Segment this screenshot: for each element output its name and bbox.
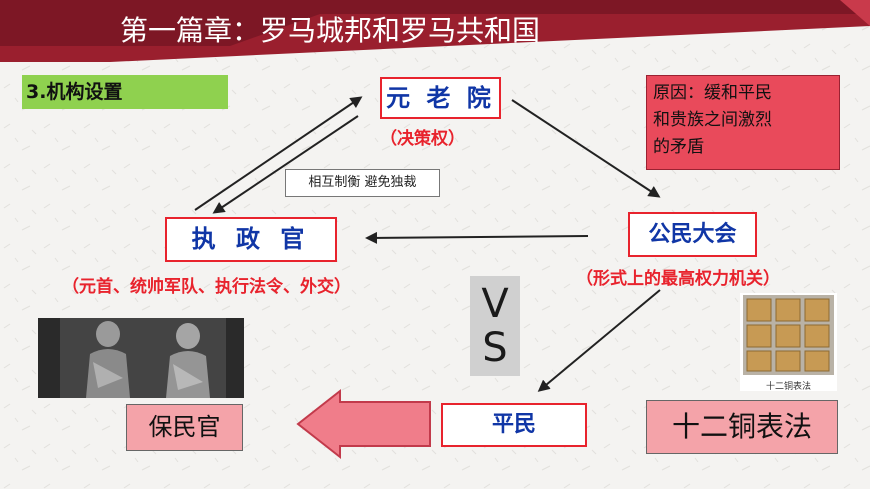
vs-letter: S [482,325,508,371]
check-balance-label: 相互制衡 避免独裁 [285,169,440,197]
vs-letter: V [481,281,509,327]
section-label: 3.机构设置 [22,75,228,109]
twelve-tables-box: 十二铜表法 [646,400,838,454]
senate-box: 元 老 院 [380,77,501,119]
reason-line: 原因：缓和平民 [653,83,772,103]
arrow-senate-to-consul [212,115,359,214]
assembly-box: 公民大会 [628,212,757,257]
arrow-plebs-to-tribune [296,388,431,460]
reason-note: 原因：缓和平民 和贵族之间激烈 的矛盾 [646,75,840,170]
arrow-assembly-to-consul [365,231,589,244]
arrow-assembly-to-plebs [537,289,661,392]
assembly-note: （形式上的最高权力机关） [576,269,780,289]
vs-label: V S [470,276,520,376]
consul-box: 执 政 官 [165,217,337,262]
consul-note: （元首、统帅军队、执行法令、外交） [62,277,351,297]
header-bar [0,0,870,62]
bronze-tablets-image [740,293,837,391]
roman-statue-image [38,318,244,398]
senate-note: （决策权） [380,129,465,149]
page-title: 第一篇章：罗马城邦和罗马共和国 [120,14,541,47]
arrow-senate-to-assembly [511,99,661,198]
arrow-consul-to-senate [194,96,363,211]
image-caption: 十二铜表法 [765,382,811,392]
reason-line: 的矛盾 [653,137,704,157]
tribune-box: 保民官 [126,404,243,451]
reason-line: 和贵族之间激烈 [653,110,772,130]
plebs-box: 平民 [441,403,587,447]
